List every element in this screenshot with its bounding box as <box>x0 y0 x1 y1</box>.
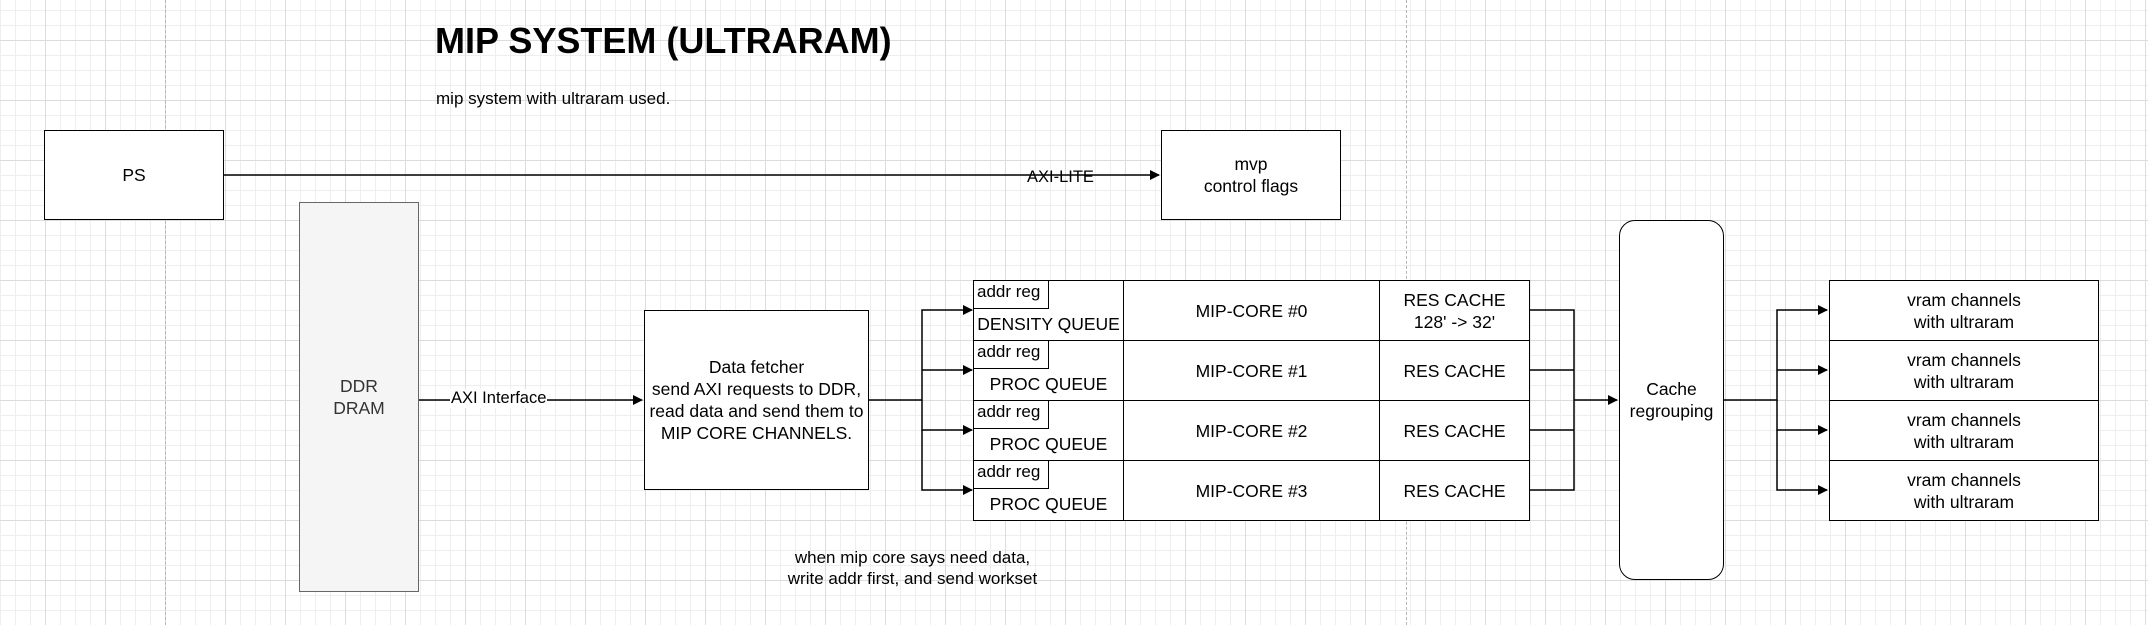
res-cache-2[interactable]: RES CACHE <box>1379 400 1530 461</box>
axi-interface-label: AXI Interface <box>450 389 548 408</box>
data-fetcher-node[interactable]: Data fetcher send AXI requests to DDR, r… <box>644 310 869 490</box>
ddr-dram-node[interactable]: DDR DRAM <box>299 202 419 592</box>
queue-label-2: PROC QUEUE <box>989 434 1108 454</box>
edge-regroup-to-vram2 <box>1776 400 1828 435</box>
edge-regroup-to-vram3 <box>1776 430 1828 495</box>
diagram-title: MIP SYSTEM (ULTRARAM) <box>435 20 892 61</box>
mip-core-1[interactable]: MIP-CORE #1 <box>1123 340 1380 401</box>
vram-channel-3[interactable]: vram channels with ultraram <box>1829 460 2099 521</box>
vram-channel-0[interactable]: vram channels with ultraram <box>1829 280 2099 341</box>
cache-regrouping-node[interactable]: Cache regrouping <box>1619 220 1724 580</box>
edge-cache0-out <box>1529 309 1575 400</box>
edge-cache3-out <box>1529 400 1575 491</box>
page-guide-left <box>165 0 166 625</box>
mip-core-0[interactable]: MIP-CORE #0 <box>1123 280 1380 341</box>
edge-fetcher-to-ch3 <box>921 430 973 495</box>
axi-lite-label: AXI-LITE <box>1027 168 1094 186</box>
edge-fetcher-to-ch0 <box>869 305 973 401</box>
queue-label-3: PROC QUEUE <box>989 494 1108 514</box>
mip-core-3[interactable]: MIP-CORE #3 <box>1123 460 1380 521</box>
vram-channel-1[interactable]: vram channels with ultraram <box>1829 340 2099 401</box>
workset-note: when mip core says need data, write addr… <box>787 548 1038 588</box>
mvp-control-flags-node[interactable]: mvp control flags <box>1161 130 1341 220</box>
addr-reg-2: addr reg <box>973 400 1049 429</box>
res-cache-1[interactable]: RES CACHE <box>1379 340 1530 401</box>
edge-fetcher-to-ch2 <box>921 400 973 435</box>
mip-core-2[interactable]: MIP-CORE #2 <box>1123 400 1380 461</box>
edge-regroup-to-vram0 <box>1724 305 1828 401</box>
diagram-subtitle: mip system with ultraram used. <box>436 89 671 108</box>
res-cache-3[interactable]: RES CACHE <box>1379 460 1530 521</box>
addr-reg-3: addr reg <box>973 460 1049 489</box>
addr-reg-1: addr reg <box>973 340 1049 369</box>
res-cache-0[interactable]: RES CACHE 128' -> 32' <box>1379 280 1530 341</box>
addr-reg-0: addr reg <box>973 280 1049 309</box>
queue-label-1: PROC QUEUE <box>989 374 1108 394</box>
ps-node[interactable]: PS <box>44 130 224 220</box>
queue-label-0: DENSITY QUEUE <box>977 314 1120 334</box>
vram-channel-2[interactable]: vram channels with ultraram <box>1829 400 2099 461</box>
